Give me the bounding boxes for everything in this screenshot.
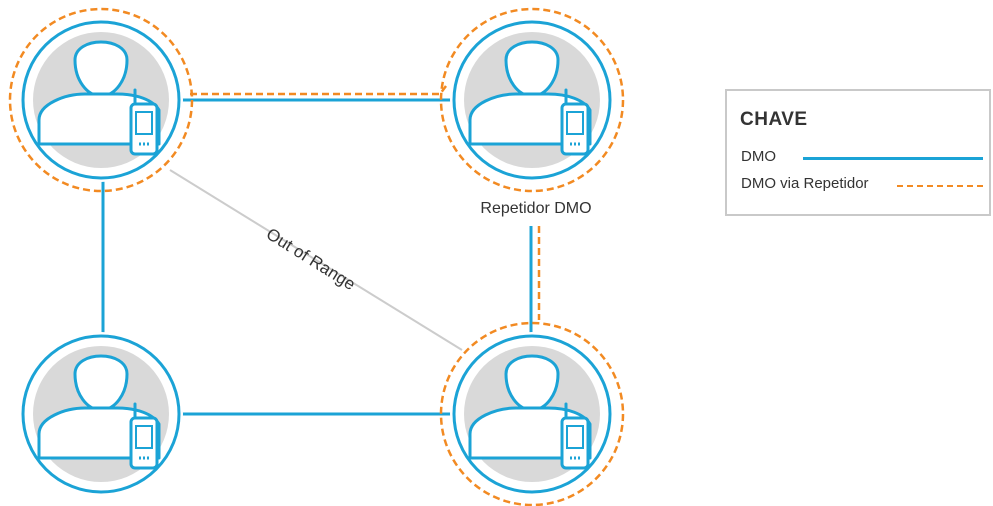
legend-box: CHAVE DMO DMO via Repetidor xyxy=(725,89,991,216)
person-radio-icon xyxy=(21,334,181,494)
person-radio-icon xyxy=(452,20,612,180)
legend-title: CHAVE xyxy=(740,109,808,130)
out-of-range-label: Out of Range xyxy=(263,224,359,294)
connection-lines xyxy=(101,85,541,416)
legend-line-dashed xyxy=(897,185,983,187)
repeater-label: Repetidor DMO xyxy=(480,200,592,217)
node-top-right xyxy=(450,18,614,182)
link-top-dashed xyxy=(190,85,447,96)
person-radio-icon xyxy=(21,20,181,180)
repeater-ring-top-right xyxy=(439,7,625,193)
node-bottom-left xyxy=(19,332,183,496)
node-bottom-right xyxy=(450,332,614,496)
node-top-left xyxy=(19,18,183,182)
link-out-of-range xyxy=(169,169,463,351)
legend-item-dmo: DMO xyxy=(741,148,776,165)
repeater-ring-bottom-right xyxy=(439,321,625,506)
repeater-rings xyxy=(8,7,625,506)
legend-item-dmo-via-repetidor: DMO via Repetidor xyxy=(741,175,869,192)
person-radio-icon xyxy=(452,334,612,494)
repeater-ring-top-left xyxy=(8,7,194,193)
legend-line-solid xyxy=(803,157,983,160)
